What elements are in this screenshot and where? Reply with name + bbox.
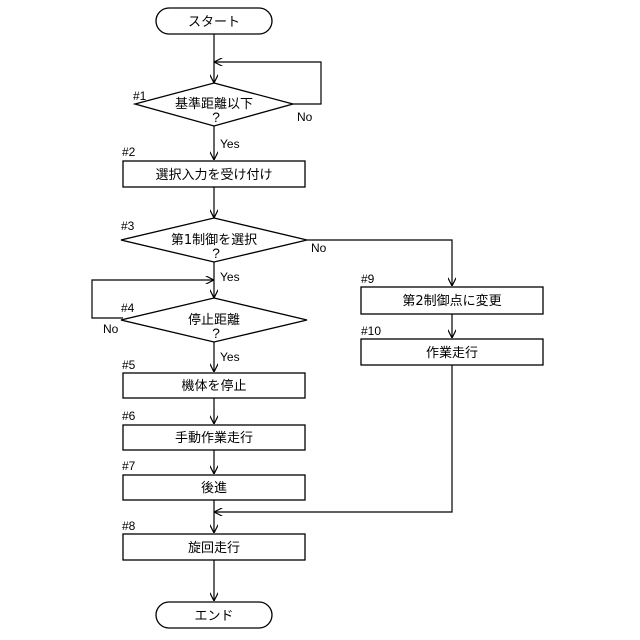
- s9-text: 第2制御点に変更: [402, 293, 501, 309]
- s5-text: 機体を停止: [181, 378, 246, 394]
- s4-question-mark: ?: [212, 325, 220, 341]
- s6-id: #6: [122, 409, 136, 423]
- s8-id: #8: [122, 519, 136, 533]
- end-terminal: エンド: [156, 602, 272, 628]
- s3-yes-label: Yes: [220, 270, 240, 284]
- s4-yes-label: Yes: [220, 350, 240, 364]
- s2-text: 選択入力を受け付け: [155, 168, 272, 183]
- s3-question-mark: ?: [212, 245, 220, 261]
- s9-id: #9: [361, 272, 375, 286]
- s1-yes-label: Yes: [220, 137, 240, 151]
- s5-id: #5: [122, 358, 136, 372]
- s10-text: 作業走行: [426, 345, 478, 361]
- decision-s4: #4 停止距離 ? No Yes: [103, 298, 307, 364]
- s8-text: 旋回走行: [188, 541, 240, 556]
- decision-s3: #3 第1制御を選択 ? No Yes: [121, 218, 327, 284]
- s7-id: #7: [122, 459, 136, 473]
- s3-id: #3: [121, 219, 135, 233]
- s3-no-label: No: [311, 241, 327, 255]
- arrow-s3-no-to-s9: [307, 240, 452, 286]
- s10-id: #10: [361, 324, 381, 338]
- end-label: エンド: [194, 609, 233, 624]
- s4-id: #4: [121, 301, 135, 315]
- s7-text: 後進: [201, 481, 227, 496]
- s2-id: #2: [122, 145, 136, 159]
- s6-text: 手動作業走行: [175, 430, 253, 446]
- start-terminal: スタート: [156, 8, 272, 34]
- s1-no-label: No: [297, 110, 313, 124]
- s4-no-label: No: [103, 322, 119, 336]
- decision-s1: #1 基準距離以下 ? No Yes: [133, 83, 313, 151]
- start-label: スタート: [188, 15, 240, 30]
- s1-question-mark: ?: [212, 109, 220, 125]
